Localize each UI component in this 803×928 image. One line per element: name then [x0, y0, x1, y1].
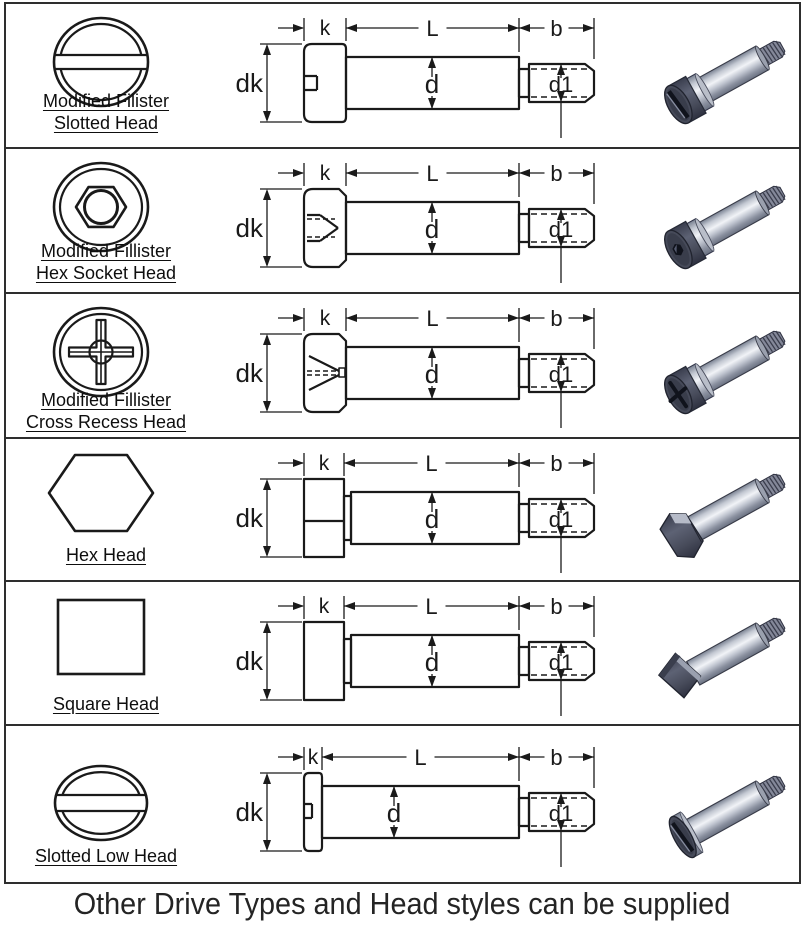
head-label-line: Slotted Low Head	[34, 846, 178, 866]
head-front-view-cell: Modified Fillister Hex Socket Head	[6, 149, 234, 292]
svg-text:k: k	[319, 452, 330, 475]
slotted-fillister-head-icon	[6, 4, 234, 147]
caption-row: Other Drive Types and Head styles can be…	[0, 886, 803, 922]
svg-text:d: d	[425, 504, 439, 534]
screw-3d-preview	[651, 294, 796, 437]
caption: Other Drive Types and Head styles can be…	[73, 886, 730, 921]
svg-text:L: L	[426, 16, 438, 41]
head-front-view-cell: Modified Fillister Cross Recess Head	[6, 294, 234, 437]
svg-text:d1: d1	[549, 507, 573, 532]
svg-text:L: L	[426, 306, 438, 331]
hex-head-icon	[6, 439, 234, 580]
svg-text:dk: dk	[236, 68, 264, 98]
svg-text:k: k	[320, 17, 331, 40]
dimension-drawing: k L b dk d d1	[234, 439, 656, 580]
svg-text:b: b	[550, 16, 562, 41]
hex-socket-fillister-head-icon	[6, 149, 234, 292]
head-style-label: Hex Head	[11, 545, 201, 567]
head-front-view-cell: Slotted Low Head	[6, 726, 234, 882]
square-head-icon	[6, 582, 234, 724]
svg-text:k: k	[319, 595, 330, 618]
svg-text:d: d	[425, 69, 439, 99]
svg-text:d: d	[425, 359, 439, 389]
svg-text:k: k	[308, 746, 319, 769]
dimension-drawing: k L b dk d d1	[234, 582, 656, 724]
head-label-line: Slotted Head	[53, 112, 159, 133]
svg-text:dk: dk	[236, 358, 264, 388]
head-front-view-cell: Modified Filister Slotted Head	[6, 4, 234, 147]
table-row-square-head: Square Head k L b dk d d1	[6, 582, 799, 726]
head-front-view-cell: Square Head	[6, 582, 234, 724]
svg-text:dk: dk	[236, 213, 264, 243]
svg-text:L: L	[425, 594, 437, 619]
svg-text:L: L	[414, 745, 426, 770]
head-label-line: Modified Fillister	[40, 241, 172, 261]
svg-text:d: d	[387, 798, 401, 828]
table-row-hex-head: Hex Head k L b dk d d1	[6, 439, 799, 582]
screw-3d-preview	[651, 726, 796, 882]
svg-text:dk: dk	[236, 503, 264, 533]
dimension-drawing: k L b dk d d1	[234, 149, 656, 292]
head-label-line: Cross Recess Head	[25, 411, 187, 432]
cross-recess-fillister-head-icon	[6, 294, 234, 437]
head-styles-table: Modified Filister Slotted Head k L b dk …	[4, 2, 801, 884]
head-label-line: Modified Filister	[42, 91, 170, 111]
svg-text:d1: d1	[549, 217, 573, 242]
dimension-drawing: k L b dk d d1	[234, 4, 656, 147]
svg-text:b: b	[550, 594, 562, 619]
table-row-slotted-low-head: Slotted Low Head k L b dk d d1	[6, 726, 799, 882]
head-front-view-cell: Hex Head	[6, 439, 234, 580]
table-row-hex-socket-fillister: Modified Fillister Hex Socket Head k L b…	[6, 149, 799, 294]
screw-3d-preview	[651, 4, 796, 147]
head-style-label: Slotted Low Head	[11, 846, 201, 868]
head-label-line: Square Head	[52, 694, 160, 714]
svg-text:k: k	[320, 307, 331, 330]
svg-text:b: b	[550, 306, 562, 331]
svg-text:d: d	[425, 647, 439, 677]
screw-3d-preview	[651, 582, 796, 724]
svg-text:d: d	[425, 214, 439, 244]
svg-text:b: b	[550, 161, 562, 186]
svg-text:d1: d1	[549, 72, 573, 97]
table-row-cross-recess-fillister: Modified Fillister Cross Recess Head k L…	[6, 294, 799, 439]
svg-text:d1: d1	[549, 362, 573, 387]
dimension-drawing: k L b dk d d1	[234, 294, 656, 437]
screw-3d-preview	[651, 149, 796, 292]
head-style-label: Modified Fillister Hex Socket Head	[11, 241, 201, 284]
dimension-drawing: k L b dk d d1	[234, 726, 656, 882]
svg-text:b: b	[550, 451, 562, 476]
head-label-line: Modified Fillister	[40, 390, 172, 410]
screw-3d-preview	[651, 439, 796, 580]
svg-text:dk: dk	[236, 797, 264, 827]
svg-text:d1: d1	[549, 650, 573, 675]
head-style-label: Modified Fillister Cross Recess Head	[11, 390, 201, 433]
head-style-label: Modified Filister Slotted Head	[11, 91, 201, 134]
svg-text:d1: d1	[549, 801, 573, 826]
head-style-label: Square Head	[11, 694, 201, 716]
table-row-slotted-fillister: Modified Filister Slotted Head k L b dk …	[6, 4, 799, 149]
slotted-low-head-icon	[6, 726, 234, 882]
head-label-line: Hex Socket Head	[35, 262, 177, 283]
svg-text:k: k	[320, 162, 331, 185]
svg-text:L: L	[425, 451, 437, 476]
svg-text:dk: dk	[236, 646, 264, 676]
svg-text:b: b	[550, 745, 562, 770]
svg-text:L: L	[426, 161, 438, 186]
head-label-line: Hex Head	[65, 545, 147, 565]
